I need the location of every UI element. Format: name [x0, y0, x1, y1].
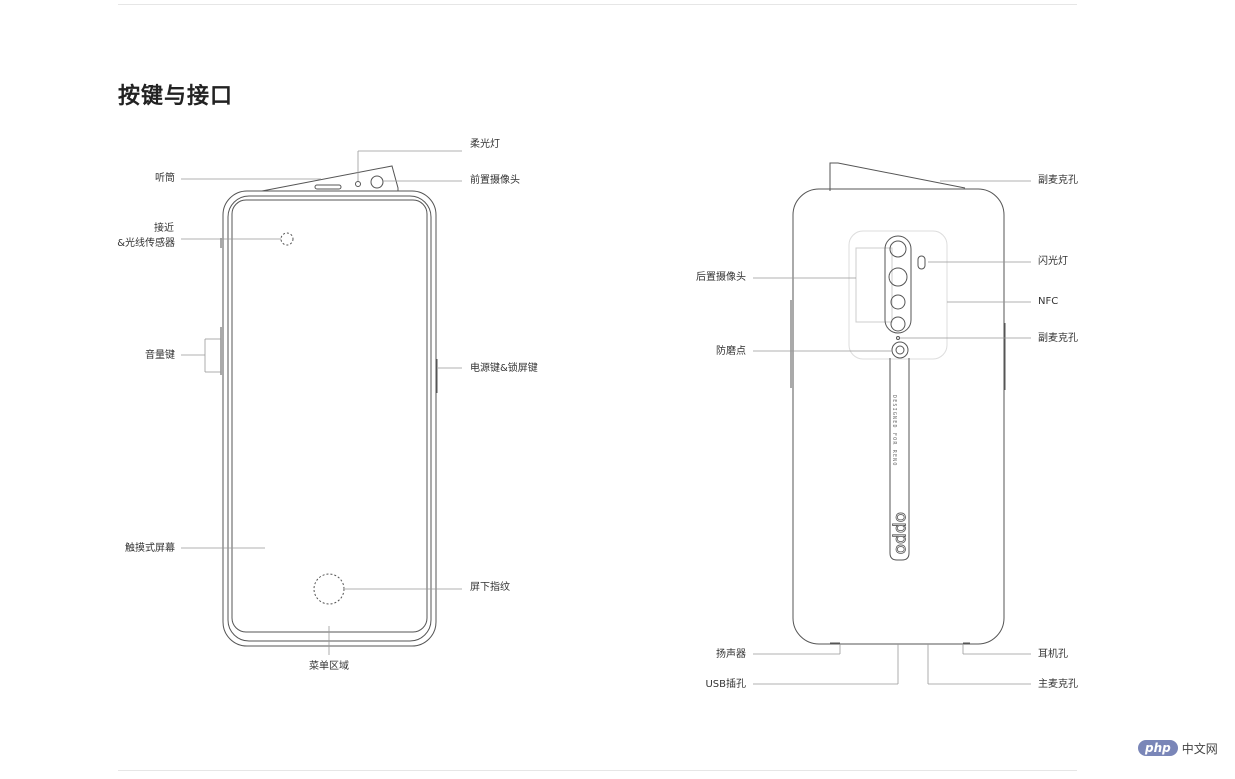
- label-front-camera: 前置摄像头: [470, 175, 520, 186]
- label-menu-area: 菜单区域: [309, 661, 349, 672]
- label-mic-top: 副麦克孔: [1038, 175, 1078, 186]
- label-usb: USB插孔: [705, 679, 746, 690]
- back-vertical-bar: [889, 358, 910, 561]
- rear-lens-4: [890, 316, 906, 332]
- label-wear-point: 防磨点: [716, 346, 746, 357]
- label-fingerprint: 屏下指纹: [470, 582, 510, 593]
- front-camera-lens: [370, 175, 384, 189]
- mic-hole: [896, 336, 900, 340]
- label-volume: 音量键: [145, 350, 175, 361]
- rear-flash: [917, 255, 926, 270]
- watermark-badge: php: [1138, 740, 1178, 756]
- label-nfc: NFC: [1038, 296, 1059, 307]
- proximity-sensor: [280, 232, 294, 246]
- front-phone-illustration: [220, 165, 438, 647]
- label-power: 电源键&锁屏键: [470, 363, 538, 374]
- front-phone-body: [222, 190, 437, 647]
- label-headphone: 耳机孔: [1038, 649, 1068, 660]
- rear-lens-1: [889, 240, 907, 258]
- rear-lens-2: [888, 267, 908, 287]
- front-pop-up-camera: [261, 165, 399, 192]
- label-flash: 闪光灯: [1038, 256, 1068, 267]
- camera-module-area: [848, 230, 948, 360]
- fingerprint-area: [313, 573, 345, 605]
- label-earpiece: 听筒: [155, 173, 175, 184]
- bottom-divider: [118, 770, 1077, 771]
- label-rear-camera: 后置摄像头: [696, 272, 746, 283]
- label-proximity-line1: 接近: [154, 223, 174, 234]
- label-touchscreen: 触摸式屏幕: [125, 543, 175, 554]
- back-tagline: DESIGNED FOR RENO: [891, 395, 897, 467]
- site-watermark: php 中文网: [1138, 737, 1218, 759]
- rear-lens-3: [890, 294, 906, 310]
- label-proximity-line2: &光线传感器: [117, 238, 175, 249]
- camera-strip: [884, 235, 912, 334]
- wear-point: [891, 341, 909, 359]
- leader-lines: [181, 150, 1031, 685]
- top-divider: [118, 4, 1077, 5]
- back-brand-logo: oppo: [891, 512, 911, 554]
- back-phone-body: [792, 188, 1005, 645]
- watermark-text: 中文网: [1181, 741, 1218, 756]
- front-soft-light: [355, 181, 361, 187]
- label-speaker: 扬声器: [716, 649, 746, 660]
- label-main-mic: 主麦克孔: [1038, 679, 1078, 690]
- front-screen: [231, 199, 428, 633]
- back-pop-up-camera: [829, 162, 966, 191]
- label-soft-light: 柔光灯: [470, 139, 500, 150]
- page-title: 按键与接口: [118, 84, 234, 109]
- label-mic-secondary: 副麦克孔: [1038, 333, 1078, 344]
- back-phone-illustration: [790, 162, 1006, 645]
